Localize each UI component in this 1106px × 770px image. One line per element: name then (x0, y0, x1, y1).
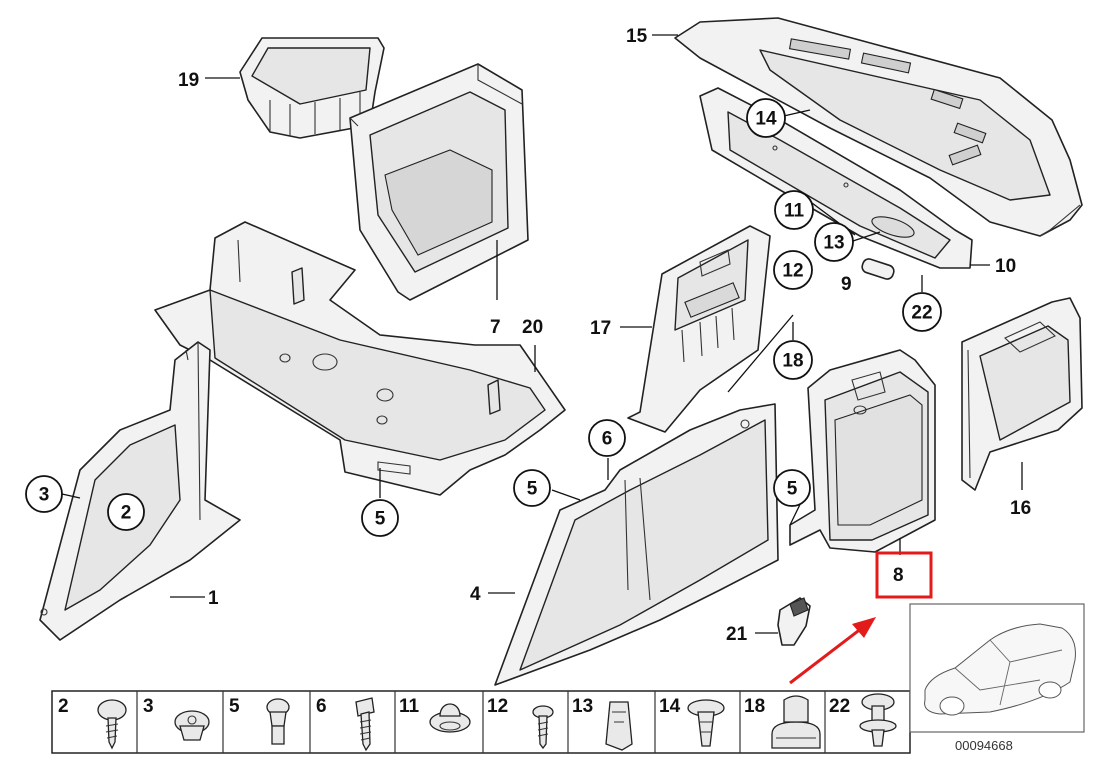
fastener-14-tree-clip (687, 699, 725, 747)
highlight-box (875, 551, 933, 599)
callout-3: 3 (25, 475, 63, 513)
part-19-storage-bin (239, 37, 385, 139)
fastener-label-14: 14 (659, 696, 681, 717)
svg-text:3: 3 (39, 485, 50, 506)
callout-14: 14 (746, 98, 786, 138)
fastener-label-22: 22 (829, 696, 850, 717)
fastener-6-screw (355, 697, 375, 752)
label-15: 15 (626, 26, 648, 47)
label-10: 10 (995, 256, 1016, 277)
part-7-frame-panel (349, 63, 529, 301)
callout-12: 12 (773, 250, 813, 290)
part-15-parcel-shelf (674, 17, 1083, 237)
svg-text:13: 13 (823, 233, 844, 254)
label-4: 4 (470, 584, 481, 605)
callout-5-tray: 5 (361, 499, 399, 537)
callout-2: 2 (107, 493, 145, 531)
svg-text:18: 18 (782, 351, 803, 372)
fastener-13-nut-clip (605, 701, 633, 751)
fastener-label-13: 13 (572, 696, 593, 717)
svg-text:5: 5 (527, 479, 538, 500)
fastener-label-3: 3 (143, 696, 154, 717)
label-19: 19 (178, 70, 199, 91)
svg-text:22: 22 (911, 303, 932, 324)
fastener-18-grommet (771, 695, 821, 749)
vehicle-location-inset: 00094668 (909, 603, 1085, 753)
fastener-label-18: 18 (744, 696, 765, 717)
svg-text:12: 12 (782, 261, 803, 282)
label-20: 20 (522, 317, 543, 338)
highlight-arrow (789, 626, 863, 685)
label-8: 8 (893, 565, 904, 586)
label-7: 7 (490, 317, 501, 338)
part-21-bracket (777, 597, 811, 646)
callout-11: 11 (774, 190, 814, 230)
callout-5-box: 5 (773, 469, 811, 507)
callout-18: 18 (773, 340, 813, 380)
fastener-11-clip (429, 703, 471, 733)
fastener-2-screw (97, 699, 127, 750)
part-16-side-box (961, 297, 1083, 491)
fastener-strip: 2 3 5 6 11 12 13 14 18 22 (51, 690, 911, 754)
reference-number: 00094668 (955, 738, 1013, 753)
label-16: 16 (1010, 498, 1031, 519)
part-17-bracket-panel (627, 225, 771, 433)
fastener-22-push-pin (859, 693, 897, 747)
label-9: 9 (841, 274, 852, 295)
callout-13: 13 (814, 222, 854, 262)
fastener-5-push-rivet (266, 698, 290, 745)
fastener-label-11: 11 (399, 696, 420, 717)
circled-labels: 3 2 5 5 6 5 14 11 13 12 18 22 (25, 98, 942, 537)
part-labels: 19 15 7 20 1 4 17 10 9 16 21 (178, 26, 1031, 645)
highlight-arrowhead (852, 617, 876, 638)
part-8-storage-box (789, 349, 936, 553)
fastener-3-torx-button (174, 710, 210, 741)
part-20-floor-tray (154, 221, 566, 496)
fastener-12-screw (532, 705, 554, 750)
svg-text:5: 5 (375, 509, 386, 530)
label-21: 21 (726, 624, 748, 645)
fastener-label-6: 6 (316, 696, 327, 717)
part-9-clip (861, 258, 895, 280)
svg-text:11: 11 (784, 201, 805, 222)
svg-text:5: 5 (787, 479, 798, 500)
callout-22: 22 (902, 292, 942, 332)
part-4-right-side-trim (494, 403, 779, 686)
callout-6: 6 (588, 419, 626, 457)
fastener-label-2: 2 (58, 696, 69, 717)
label-17: 17 (590, 318, 611, 339)
highlight-part-8: 8 (789, 551, 933, 685)
label-1: 1 (208, 588, 219, 609)
svg-text:2: 2 (121, 503, 132, 524)
svg-text:14: 14 (755, 109, 777, 130)
fastener-label-5: 5 (229, 696, 240, 717)
fastener-label-12: 12 (487, 696, 508, 717)
callout-5-trim: 5 (513, 469, 551, 507)
svg-text:6: 6 (602, 429, 613, 450)
